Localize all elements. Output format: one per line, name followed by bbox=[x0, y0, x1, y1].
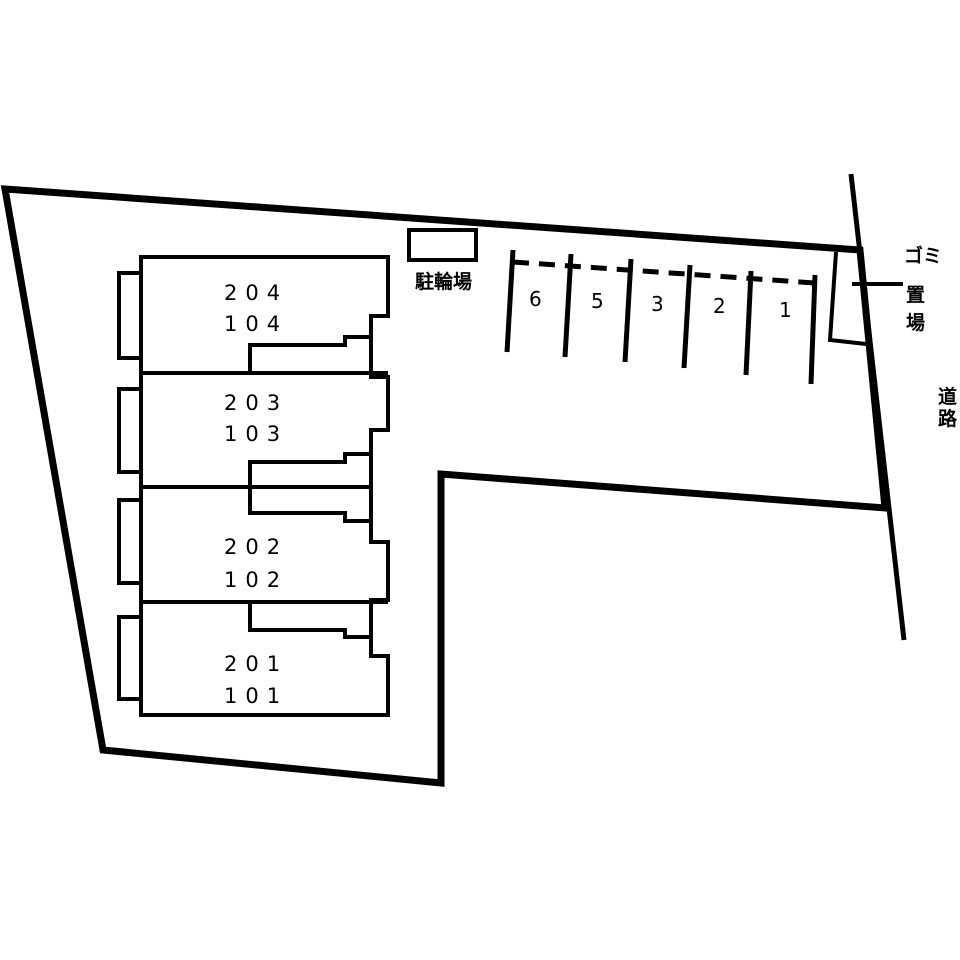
stair-notch bbox=[248, 335, 371, 373]
balcony bbox=[117, 271, 143, 360]
parking-divider bbox=[622, 258, 634, 363]
parking-space-number: 5 bbox=[591, 289, 604, 313]
bicycle-parking-label: 駐輪場 bbox=[415, 270, 472, 293]
parking-divider bbox=[681, 264, 693, 369]
stair-notch bbox=[248, 602, 371, 639]
unit-number-upper: 202 bbox=[224, 535, 288, 559]
unit-number-upper: 203 bbox=[224, 391, 288, 415]
garbage-area-enclosure bbox=[827, 251, 867, 346]
parking-space-number: 3 bbox=[651, 292, 664, 316]
parking-divider bbox=[808, 274, 818, 385]
bicycle-parking-shed bbox=[407, 228, 478, 262]
apartment-building bbox=[117, 255, 390, 717]
parking-space-number: 6 bbox=[529, 287, 542, 311]
building-outline bbox=[139, 255, 390, 717]
unit-number-lower: 104 bbox=[224, 312, 288, 336]
parking-divider bbox=[743, 270, 754, 376]
road-line bbox=[848, 173, 907, 641]
parking-front-dashed-line bbox=[512, 259, 816, 286]
balcony bbox=[117, 498, 143, 585]
road-label-2: 路 bbox=[938, 407, 958, 430]
garbage-area-label-3: 場 bbox=[906, 312, 925, 334]
balcony bbox=[117, 615, 143, 701]
stair-notch bbox=[248, 452, 371, 523]
unit-number-upper: 201 bbox=[224, 652, 288, 676]
unit-number-lower: 102 bbox=[224, 568, 288, 592]
parking-space-number: 2 bbox=[713, 294, 726, 318]
unit-number-upper: 204 bbox=[224, 281, 288, 305]
garbage-area-label-2: 置 bbox=[906, 284, 925, 306]
parking-space-number: 1 bbox=[779, 298, 792, 322]
unit-number-lower: 101 bbox=[224, 684, 288, 708]
garbage-area-label-1: ゴミ bbox=[904, 244, 942, 267]
parking-divider bbox=[562, 253, 574, 358]
unit-number-lower: 103 bbox=[224, 422, 288, 446]
parking-divider bbox=[504, 249, 516, 353]
road-label-1: 道 bbox=[938, 385, 957, 408]
balcony bbox=[117, 387, 143, 474]
parking-lot: 6 5 3 2 1 bbox=[504, 249, 818, 385]
